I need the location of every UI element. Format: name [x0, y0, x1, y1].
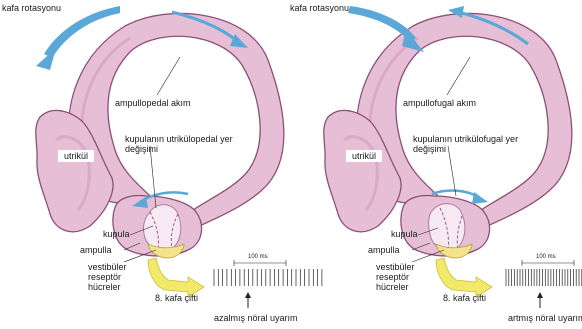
time-scale-label: 100 ms	[536, 254, 556, 261]
endolymph-flow-label: ampullofugal akım	[403, 98, 476, 108]
ampulla-body	[113, 195, 202, 258]
receptor-cells-label: vestibüler reseptör hücreler	[376, 262, 426, 292]
head-rotation-label: kafa rotasyonu	[290, 3, 349, 13]
cupula-label: kupula	[103, 229, 130, 239]
receptor-cells-label: vestibüler reseptör hücreler	[88, 262, 138, 292]
head-rotation-label: kafa rotasyonu	[2, 3, 61, 13]
neural-response-label: artmış nöral uyarım	[508, 313, 582, 323]
ampulla-label: ampulla	[80, 245, 112, 255]
cranial-nerve-label: 8. kafa çifti	[443, 293, 486, 303]
neural-response-label: azalmış nöral uyarım	[214, 313, 298, 323]
neural-response-arrow-head	[537, 292, 543, 298]
cranial-nerve-label: 8. kafa çifti	[155, 293, 198, 303]
cupula-displacement-label: kupulanın utrikülofugal yer değişimi	[413, 134, 523, 154]
spikes	[506, 269, 582, 286]
spike-train	[506, 260, 582, 308]
spike-train	[214, 260, 322, 308]
cupula-displacement-label: kupulanın utrikülopedal yer değişimi	[125, 134, 235, 154]
cranial-nerve-arrow	[148, 258, 204, 297]
ampulla-label: ampulla	[368, 245, 400, 255]
neural-response-arrow-head	[245, 292, 251, 298]
endolymph-flow-label: ampullopedal akım	[115, 98, 191, 108]
utricle-label: utrikül	[346, 150, 382, 162]
ampulla-body	[401, 195, 490, 258]
spikes	[214, 269, 322, 286]
cranial-nerve-arrow	[436, 258, 492, 297]
cupula-label: kupula	[391, 229, 418, 239]
utricle-label: utrikül	[58, 150, 94, 162]
time-scale-label: 100 ms	[248, 254, 268, 261]
